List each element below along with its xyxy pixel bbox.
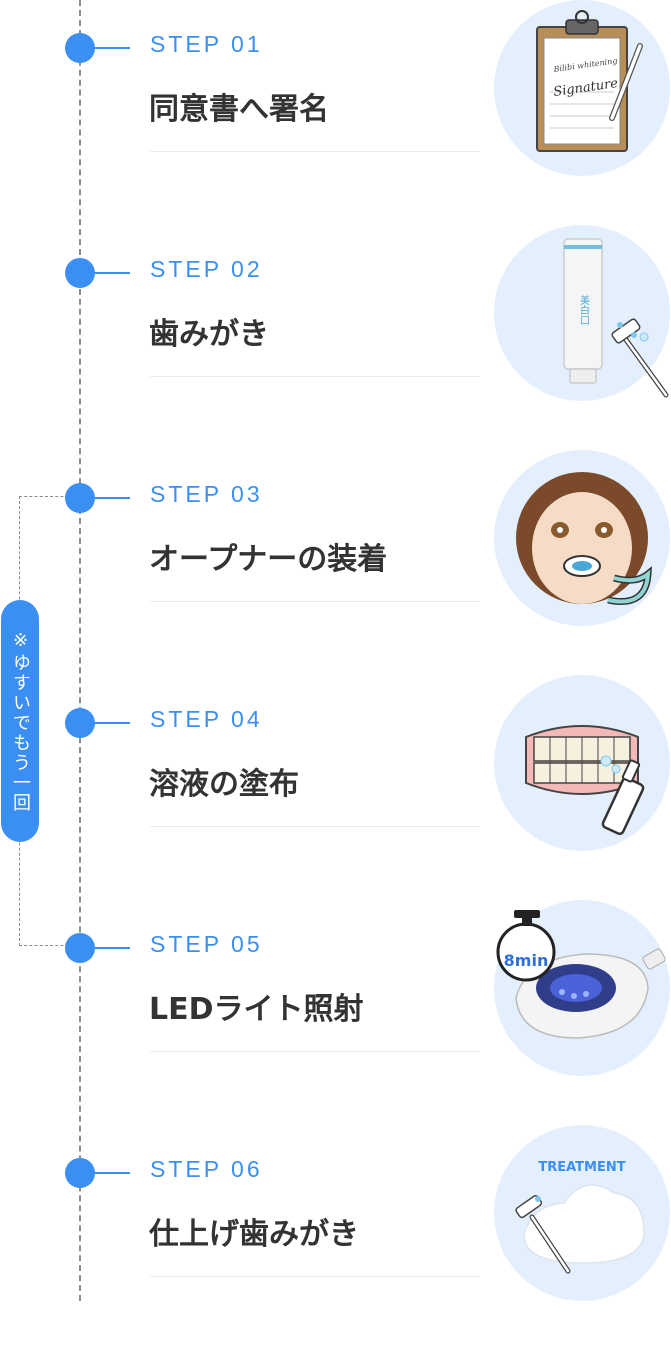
step-03: STEP 03 オープナーの装着 bbox=[0, 450, 671, 675]
step-connector bbox=[92, 946, 130, 949]
step-06: STEP 06 仕上げ歯みがき TREATMENT bbox=[0, 1125, 671, 1350]
step-connector bbox=[92, 271, 130, 274]
step-dot bbox=[65, 258, 95, 288]
step-connector bbox=[92, 721, 130, 724]
step-divider bbox=[150, 151, 480, 152]
step-04: STEP 04 溶液の塗布 bbox=[0, 675, 671, 900]
treatment-badge-text: TREATMENT bbox=[538, 1160, 625, 1175]
step-label: STEP 06 bbox=[150, 1156, 263, 1182]
step-dot bbox=[65, 933, 95, 963]
toothpaste-toothbrush-icon: 美白口 bbox=[494, 225, 670, 401]
step-divider bbox=[150, 1276, 480, 1277]
step-connector bbox=[92, 46, 130, 49]
step-label: STEP 04 bbox=[150, 706, 263, 732]
step-divider bbox=[150, 376, 480, 377]
mouth-opener-woman-icon bbox=[494, 450, 670, 626]
treatment-foam-icon: TREATMENT bbox=[494, 1125, 670, 1301]
step-01: STEP 01 同意書へ署名 Bilibi whitening Signatur… bbox=[0, 0, 671, 225]
led-light-timer-icon: 8min bbox=[494, 900, 670, 1076]
step-05: STEP 05 LEDライト照射 8min bbox=[0, 900, 671, 1125]
step-02: STEP 02 歯みがき 美白口 bbox=[0, 225, 671, 450]
step-connector bbox=[92, 1171, 130, 1174]
tube-text: 美白口 bbox=[578, 294, 590, 325]
step-title: 溶液の塗布 bbox=[149, 767, 299, 802]
step-dot bbox=[65, 33, 95, 63]
clipboard-signature-icon: Bilibi whitening Signature bbox=[494, 0, 670, 176]
step-title: 仕上げ歯みがき bbox=[149, 1217, 359, 1252]
step-title: 同意書へ署名 bbox=[149, 92, 329, 127]
step-dot bbox=[65, 708, 95, 738]
step-divider bbox=[150, 601, 480, 602]
step-divider bbox=[150, 826, 480, 827]
step-label: STEP 02 bbox=[150, 256, 263, 282]
step-divider bbox=[150, 1051, 480, 1052]
step-label: STEP 01 bbox=[150, 31, 263, 57]
step-dot bbox=[65, 1158, 95, 1188]
step-title: オープナーの装着 bbox=[149, 542, 388, 577]
timer-text: 8min bbox=[504, 951, 549, 970]
repeat-note-badge: ※ゆすいでもう一回 bbox=[1, 600, 39, 842]
step-title: LEDライト照射 bbox=[149, 992, 364, 1027]
step-label: STEP 03 bbox=[150, 481, 263, 507]
step-title: 歯みがき bbox=[149, 317, 269, 352]
step-connector bbox=[92, 496, 130, 499]
repeat-note-text: ※ゆすいでもう一回 bbox=[10, 629, 31, 813]
teeth-solution-icon bbox=[494, 675, 670, 851]
step-dot bbox=[65, 483, 95, 513]
step-label: STEP 05 bbox=[150, 931, 263, 957]
timeline-line bbox=[79, 0, 81, 1301]
